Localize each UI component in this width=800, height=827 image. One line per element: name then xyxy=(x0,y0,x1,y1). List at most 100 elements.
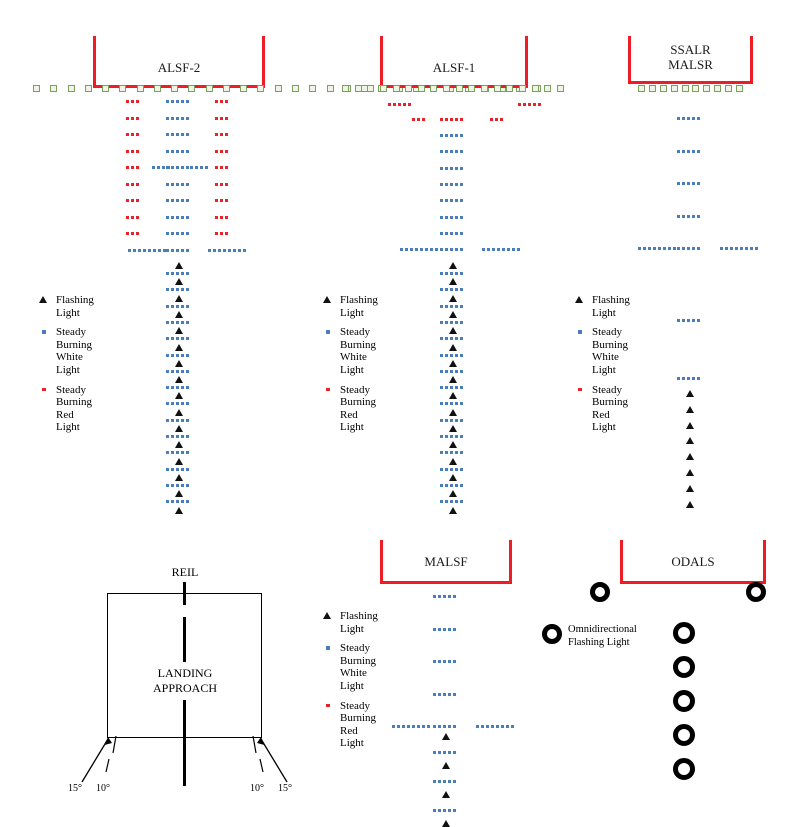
light-dot xyxy=(167,166,170,169)
threshold-light xyxy=(714,85,722,92)
light-dot xyxy=(417,725,420,728)
light-dot xyxy=(740,247,743,250)
light-dot xyxy=(171,402,174,406)
light-dot xyxy=(440,199,443,203)
light-dot xyxy=(445,182,448,186)
light-dot xyxy=(407,725,410,728)
flashing-light-icon xyxy=(448,473,457,481)
light-dot xyxy=(460,272,463,275)
light-dot xyxy=(186,232,189,235)
light-dot xyxy=(445,386,448,390)
light-dot xyxy=(450,248,453,252)
crossbar-right-500 xyxy=(208,248,246,252)
center-bar xyxy=(166,215,189,219)
light-dot xyxy=(440,467,443,471)
light-dot xyxy=(171,369,174,373)
light-dot xyxy=(136,166,139,169)
light-dot xyxy=(697,247,700,250)
center-bar xyxy=(166,149,189,153)
flashing-light-icon xyxy=(448,490,457,498)
center-bar xyxy=(166,337,189,341)
light-dot xyxy=(697,117,700,120)
light-dot xyxy=(176,100,179,103)
light-dot xyxy=(398,103,401,106)
flashing-light-icon xyxy=(448,506,457,514)
light-dot xyxy=(440,182,443,186)
light-dot xyxy=(455,451,458,455)
light-dot xyxy=(176,418,179,422)
light-dot xyxy=(491,725,494,728)
light-dot xyxy=(455,386,458,390)
light-dot xyxy=(171,386,174,390)
crossbar-left-500 xyxy=(400,248,438,252)
light-dot xyxy=(450,500,453,504)
legend-item-white: Steady Burning White Light xyxy=(322,642,417,692)
threshold-light xyxy=(102,85,110,92)
light-dot xyxy=(176,182,179,186)
center-bar xyxy=(166,199,189,202)
red-outer-bar-left xyxy=(388,103,411,106)
system-title-ssalr-malsr: SSALR MALSR xyxy=(668,42,713,72)
light-dot xyxy=(460,166,463,170)
light-dot xyxy=(176,133,179,136)
light-dot xyxy=(171,133,174,136)
light-dot xyxy=(511,725,514,728)
light-dot xyxy=(445,337,448,341)
runway-bracket-ssalr xyxy=(628,36,753,84)
light-dot xyxy=(501,725,504,728)
light-dot xyxy=(176,369,179,373)
light-dot xyxy=(181,149,184,153)
center-bar xyxy=(440,500,463,504)
center-bar xyxy=(440,304,463,308)
light-dot xyxy=(538,103,541,106)
light-dot xyxy=(486,725,489,728)
light-dot xyxy=(687,117,690,120)
light-dot xyxy=(445,215,448,219)
light-dot xyxy=(176,215,179,219)
light-dot xyxy=(450,467,453,471)
flashing-light-icon xyxy=(174,457,183,465)
threshold-light xyxy=(354,85,362,92)
system-title-odals: ODALS xyxy=(671,554,715,569)
light-dot xyxy=(433,595,436,598)
light-dot xyxy=(455,199,458,203)
legend-item-red: Steady Burning Red Light xyxy=(38,384,133,434)
reil-centerline-lower xyxy=(183,700,187,786)
light-dot xyxy=(126,100,129,103)
flashing-light-icon xyxy=(685,469,694,476)
light-dot xyxy=(755,247,758,250)
light-dot xyxy=(450,353,453,357)
light-dot xyxy=(448,809,451,812)
light-dot xyxy=(166,418,169,422)
center-bar xyxy=(440,231,463,235)
light-dot xyxy=(181,182,184,186)
light-dot xyxy=(460,435,463,438)
light-dot xyxy=(176,199,179,202)
legend-malsf: Flashing Light Steady Burning White Ligh… xyxy=(322,610,417,757)
threshold-light xyxy=(309,85,317,92)
blue-dot-icon xyxy=(42,330,46,334)
light-dot xyxy=(186,166,189,169)
light-dot xyxy=(450,272,453,275)
flashing-light-icon xyxy=(441,791,450,798)
light-dot xyxy=(181,232,184,235)
legend-label: Flashing Light xyxy=(340,610,378,635)
center-bar xyxy=(440,369,463,373)
light-dot xyxy=(440,500,443,504)
light-dot xyxy=(448,595,451,598)
light-dot xyxy=(166,386,169,390)
light-dot xyxy=(181,500,184,504)
light-dot xyxy=(725,247,728,250)
crossbar-right xyxy=(476,725,514,728)
flashing-light-icon xyxy=(174,490,183,498)
light-dot xyxy=(176,500,179,504)
flashing-light-icon xyxy=(441,762,450,769)
threshold-light xyxy=(379,85,387,92)
light-dot xyxy=(171,149,174,153)
red-bar-right xyxy=(490,118,503,121)
light-dot xyxy=(506,725,509,728)
light-dot xyxy=(677,214,680,218)
light-dot xyxy=(131,215,134,219)
system-alsf-2: ALSF-2 Flashing Light Steady Burning Whi… xyxy=(0,0,541,520)
light-dot xyxy=(131,199,134,202)
